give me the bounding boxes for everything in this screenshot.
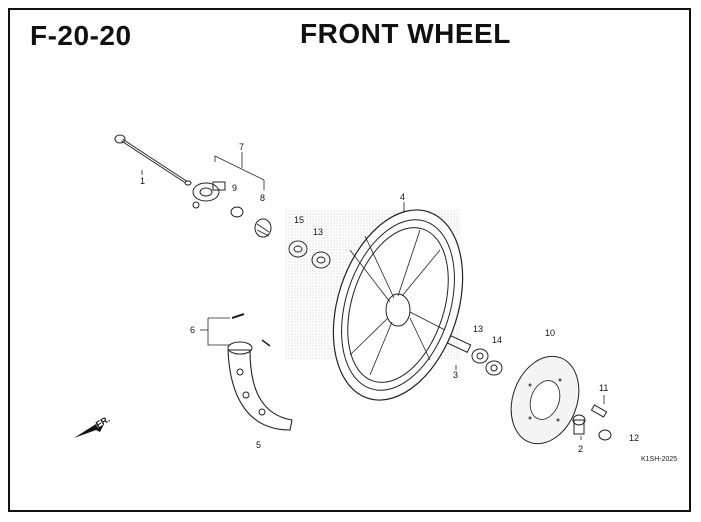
- callout-11: 11: [599, 383, 608, 393]
- callout-1: 1: [140, 176, 145, 186]
- callout-15: 15: [294, 215, 304, 225]
- callout-14: 14: [492, 335, 502, 345]
- axle-part: [114, 134, 192, 186]
- footer-code: K1SH-2025: [641, 456, 677, 463]
- callout-9: 9: [232, 183, 237, 193]
- callout-4: 4: [400, 192, 405, 202]
- front-direction-arrow: FR.: [74, 414, 112, 438]
- spacer-part: [446, 335, 472, 353]
- brake-disc-part: [510, 355, 580, 445]
- callout-13-left: 13: [313, 227, 323, 237]
- callout-3: 3: [453, 370, 458, 380]
- callout-5: 5: [256, 440, 261, 450]
- callout-10: 10: [545, 328, 555, 338]
- fender-part: [227, 313, 293, 431]
- leader-lines: [141, 152, 605, 440]
- callout-13-right: 13: [473, 324, 483, 334]
- wheel-rim-part: [285, 209, 464, 401]
- diagram-title: FRONT WHEEL: [300, 18, 511, 49]
- small-hardware: [572, 404, 612, 441]
- diagram-code: F-20-20: [30, 20, 132, 51]
- callout-8: 8: [260, 193, 265, 203]
- right-bearings: [471, 348, 503, 376]
- callout-6: 6: [190, 325, 195, 335]
- direction-label: FR.: [94, 414, 112, 430]
- gear-part: [230, 206, 272, 238]
- gearbox-part: [192, 181, 226, 209]
- callout-2: 2: [578, 444, 583, 454]
- callout-7: 7: [239, 142, 244, 152]
- callout-12: 12: [629, 433, 639, 443]
